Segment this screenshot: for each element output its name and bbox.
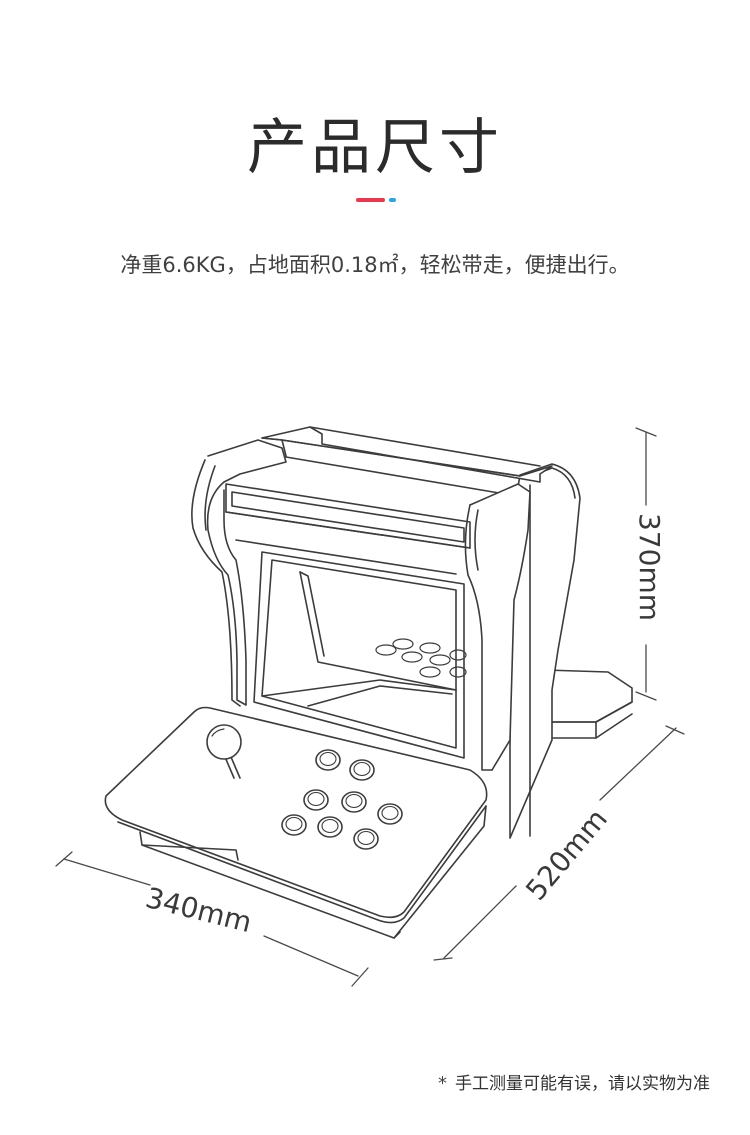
cabinet-left-frame xyxy=(191,439,287,707)
product-spec-text: 净重6.6KG，占地面积0.18㎡，轻松带走，便捷出行。 xyxy=(120,253,630,277)
page-title: 产品尺寸 xyxy=(247,113,503,183)
asterisk-icon: * xyxy=(438,1073,447,1094)
monitor-screen xyxy=(253,551,465,759)
cabinet-top xyxy=(261,426,553,495)
marquee-window xyxy=(225,483,471,549)
control-panel xyxy=(104,706,488,939)
cabinet-right-side xyxy=(509,463,581,839)
dimension-lines xyxy=(55,427,685,987)
disclaimer-text: 手工测量可能有误，请以实物为准 xyxy=(455,1074,710,1094)
action-buttons xyxy=(281,749,403,850)
height-dimension-label: 370mm xyxy=(633,513,666,621)
accent-red-bar xyxy=(356,198,385,202)
title-accent-bar xyxy=(356,198,398,202)
cabinet-right-bezel xyxy=(464,483,531,771)
rear-shelf xyxy=(544,669,633,739)
accent-blue-bar xyxy=(389,198,396,202)
measurement-disclaimer: * 手工测量可能有误，请以实物为准 xyxy=(438,1070,710,1098)
joystick xyxy=(206,724,242,779)
cabinet-front-upper xyxy=(225,511,471,575)
screen-reflection-buttons xyxy=(375,638,467,678)
